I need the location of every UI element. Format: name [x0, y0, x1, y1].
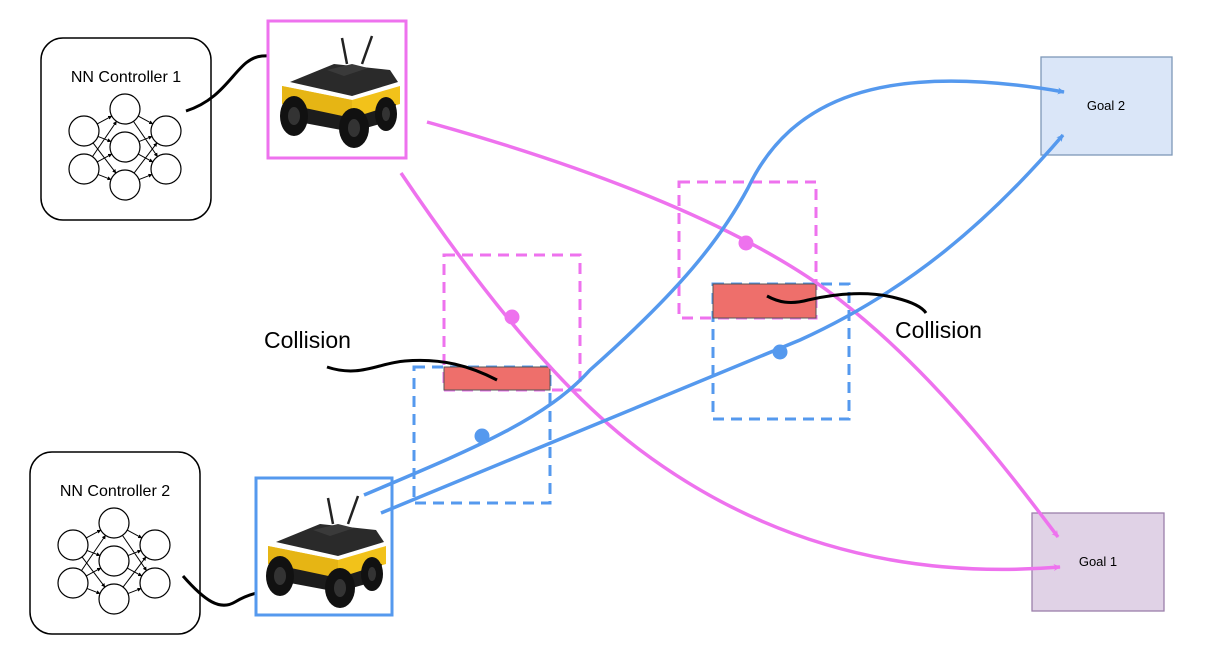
controller-1-label: NN Controller 1	[71, 69, 181, 86]
rover-part	[340, 37, 349, 65]
nn-node	[68, 115, 100, 147]
robot-2-projection-box-b	[711, 282, 851, 421]
nn-link	[81, 535, 106, 571]
robot-2-projection-box-a	[412, 365, 552, 505]
nn-link	[137, 115, 154, 125]
nn-link	[97, 173, 112, 181]
rover-part	[276, 524, 384, 556]
goal-2-label: Goal 2	[1087, 98, 1125, 113]
nn-node	[109, 131, 141, 163]
robot-2-icon	[266, 495, 386, 608]
nn-link	[133, 142, 158, 174]
nn-node	[109, 169, 141, 201]
nn-node	[139, 567, 171, 599]
nn-node	[98, 583, 130, 615]
nn-link	[86, 587, 101, 595]
rover-part	[274, 567, 286, 585]
controller-2-label: NN Controller 2	[60, 483, 170, 500]
rover-part	[382, 107, 390, 121]
nn-link	[138, 173, 153, 181]
collision-leader-1	[326, 358, 498, 382]
nn-node	[98, 507, 130, 539]
collision-leader-2	[766, 292, 928, 314]
nn-node	[57, 567, 89, 599]
robot-1-waypoint-a	[504, 309, 520, 325]
nn-node	[98, 545, 130, 577]
nn-node	[150, 153, 182, 185]
neural-network-icon	[57, 507, 171, 615]
nn-link	[127, 549, 142, 557]
robot-1-icon	[280, 35, 400, 148]
neural-network-icon	[68, 93, 182, 201]
rover-part	[290, 64, 398, 96]
rover-part	[368, 567, 376, 581]
robot-1-projection-box-b	[677, 180, 818, 320]
rover-part	[327, 64, 368, 76]
nn-node	[68, 153, 100, 185]
robot-2-trajectory-to-goal-2-lower	[380, 133, 1065, 515]
nn-link	[122, 556, 147, 588]
robot-2-trajectory-to-goal-2-upper	[363, 79, 1065, 497]
nn-node	[57, 529, 89, 561]
nn-link	[92, 121, 117, 157]
nn-node	[109, 93, 141, 125]
rover-part	[348, 119, 360, 137]
robot-2-waypoint-a	[474, 428, 490, 444]
rover-part	[288, 107, 300, 125]
nn-link	[96, 115, 113, 125]
nn-link	[138, 135, 153, 143]
rover-part	[268, 546, 338, 578]
rover-part	[346, 495, 360, 525]
nn-link	[127, 587, 142, 595]
nn-node	[150, 115, 182, 147]
nn-link	[126, 529, 143, 539]
robot-1-waypoint-b	[738, 235, 754, 251]
nn-node	[139, 529, 171, 561]
goal-1-label: Goal 1	[1079, 554, 1117, 569]
collision-label-1: Collision	[264, 327, 351, 353]
rover-part	[313, 524, 354, 536]
nn-link	[85, 567, 102, 577]
rover-part	[360, 35, 374, 65]
robot-1-trajectory-to-goal-1-lower	[399, 172, 1061, 572]
rover-part	[326, 497, 335, 525]
rover-part	[334, 579, 346, 597]
robot-1-projection-box-a	[442, 253, 582, 392]
rover-part	[282, 86, 352, 118]
nn-link	[96, 153, 113, 163]
controller-2-box: NN Controller 2	[29, 451, 201, 635]
collision-label-2: Collision	[895, 317, 982, 343]
robot-2-waypoint-b	[772, 344, 788, 360]
nn-link	[85, 529, 102, 539]
controller-1-box: NN Controller 1	[40, 37, 212, 221]
